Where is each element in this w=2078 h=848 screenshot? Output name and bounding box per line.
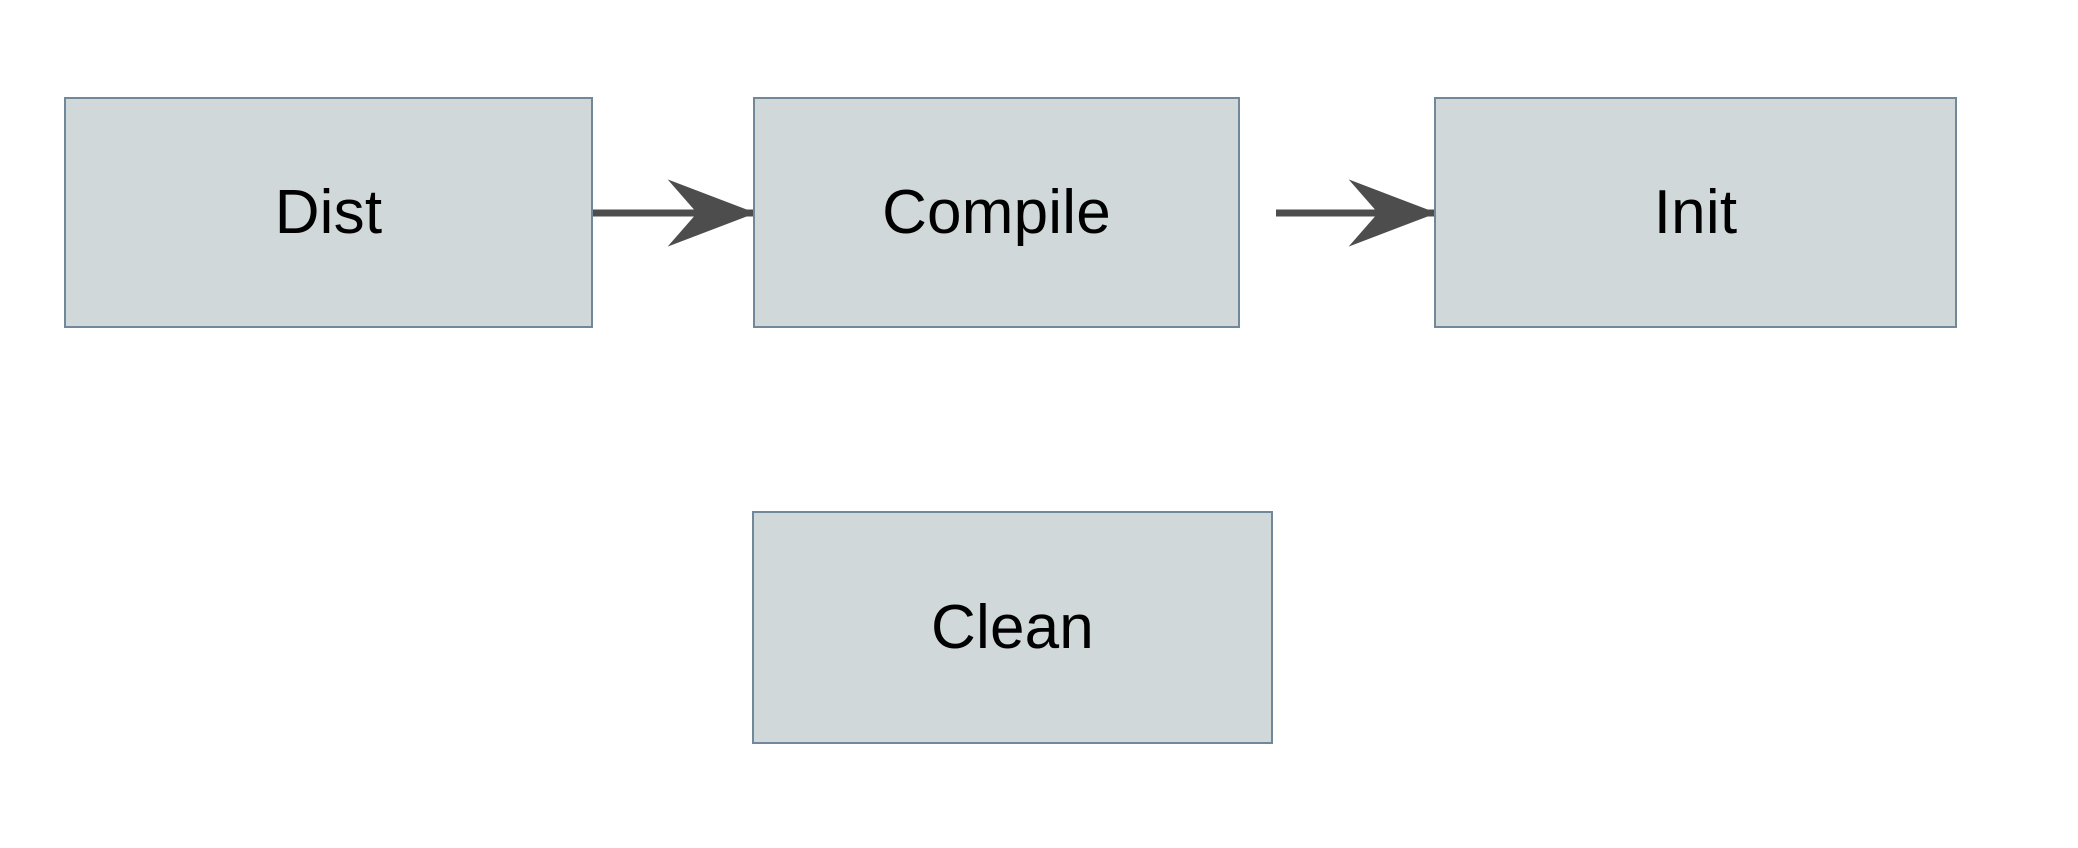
node-clean-label: Clean xyxy=(931,592,1094,662)
node-compile[interactable]: Compile xyxy=(753,97,1240,328)
node-init[interactable]: Init xyxy=(1434,97,1957,328)
node-init-label: Init xyxy=(1653,177,1738,247)
node-compile-label: Compile xyxy=(882,177,1111,247)
node-clean[interactable]: Clean xyxy=(752,511,1273,744)
node-dist-label: Dist xyxy=(274,177,383,247)
node-dist[interactable]: Dist xyxy=(64,97,593,328)
